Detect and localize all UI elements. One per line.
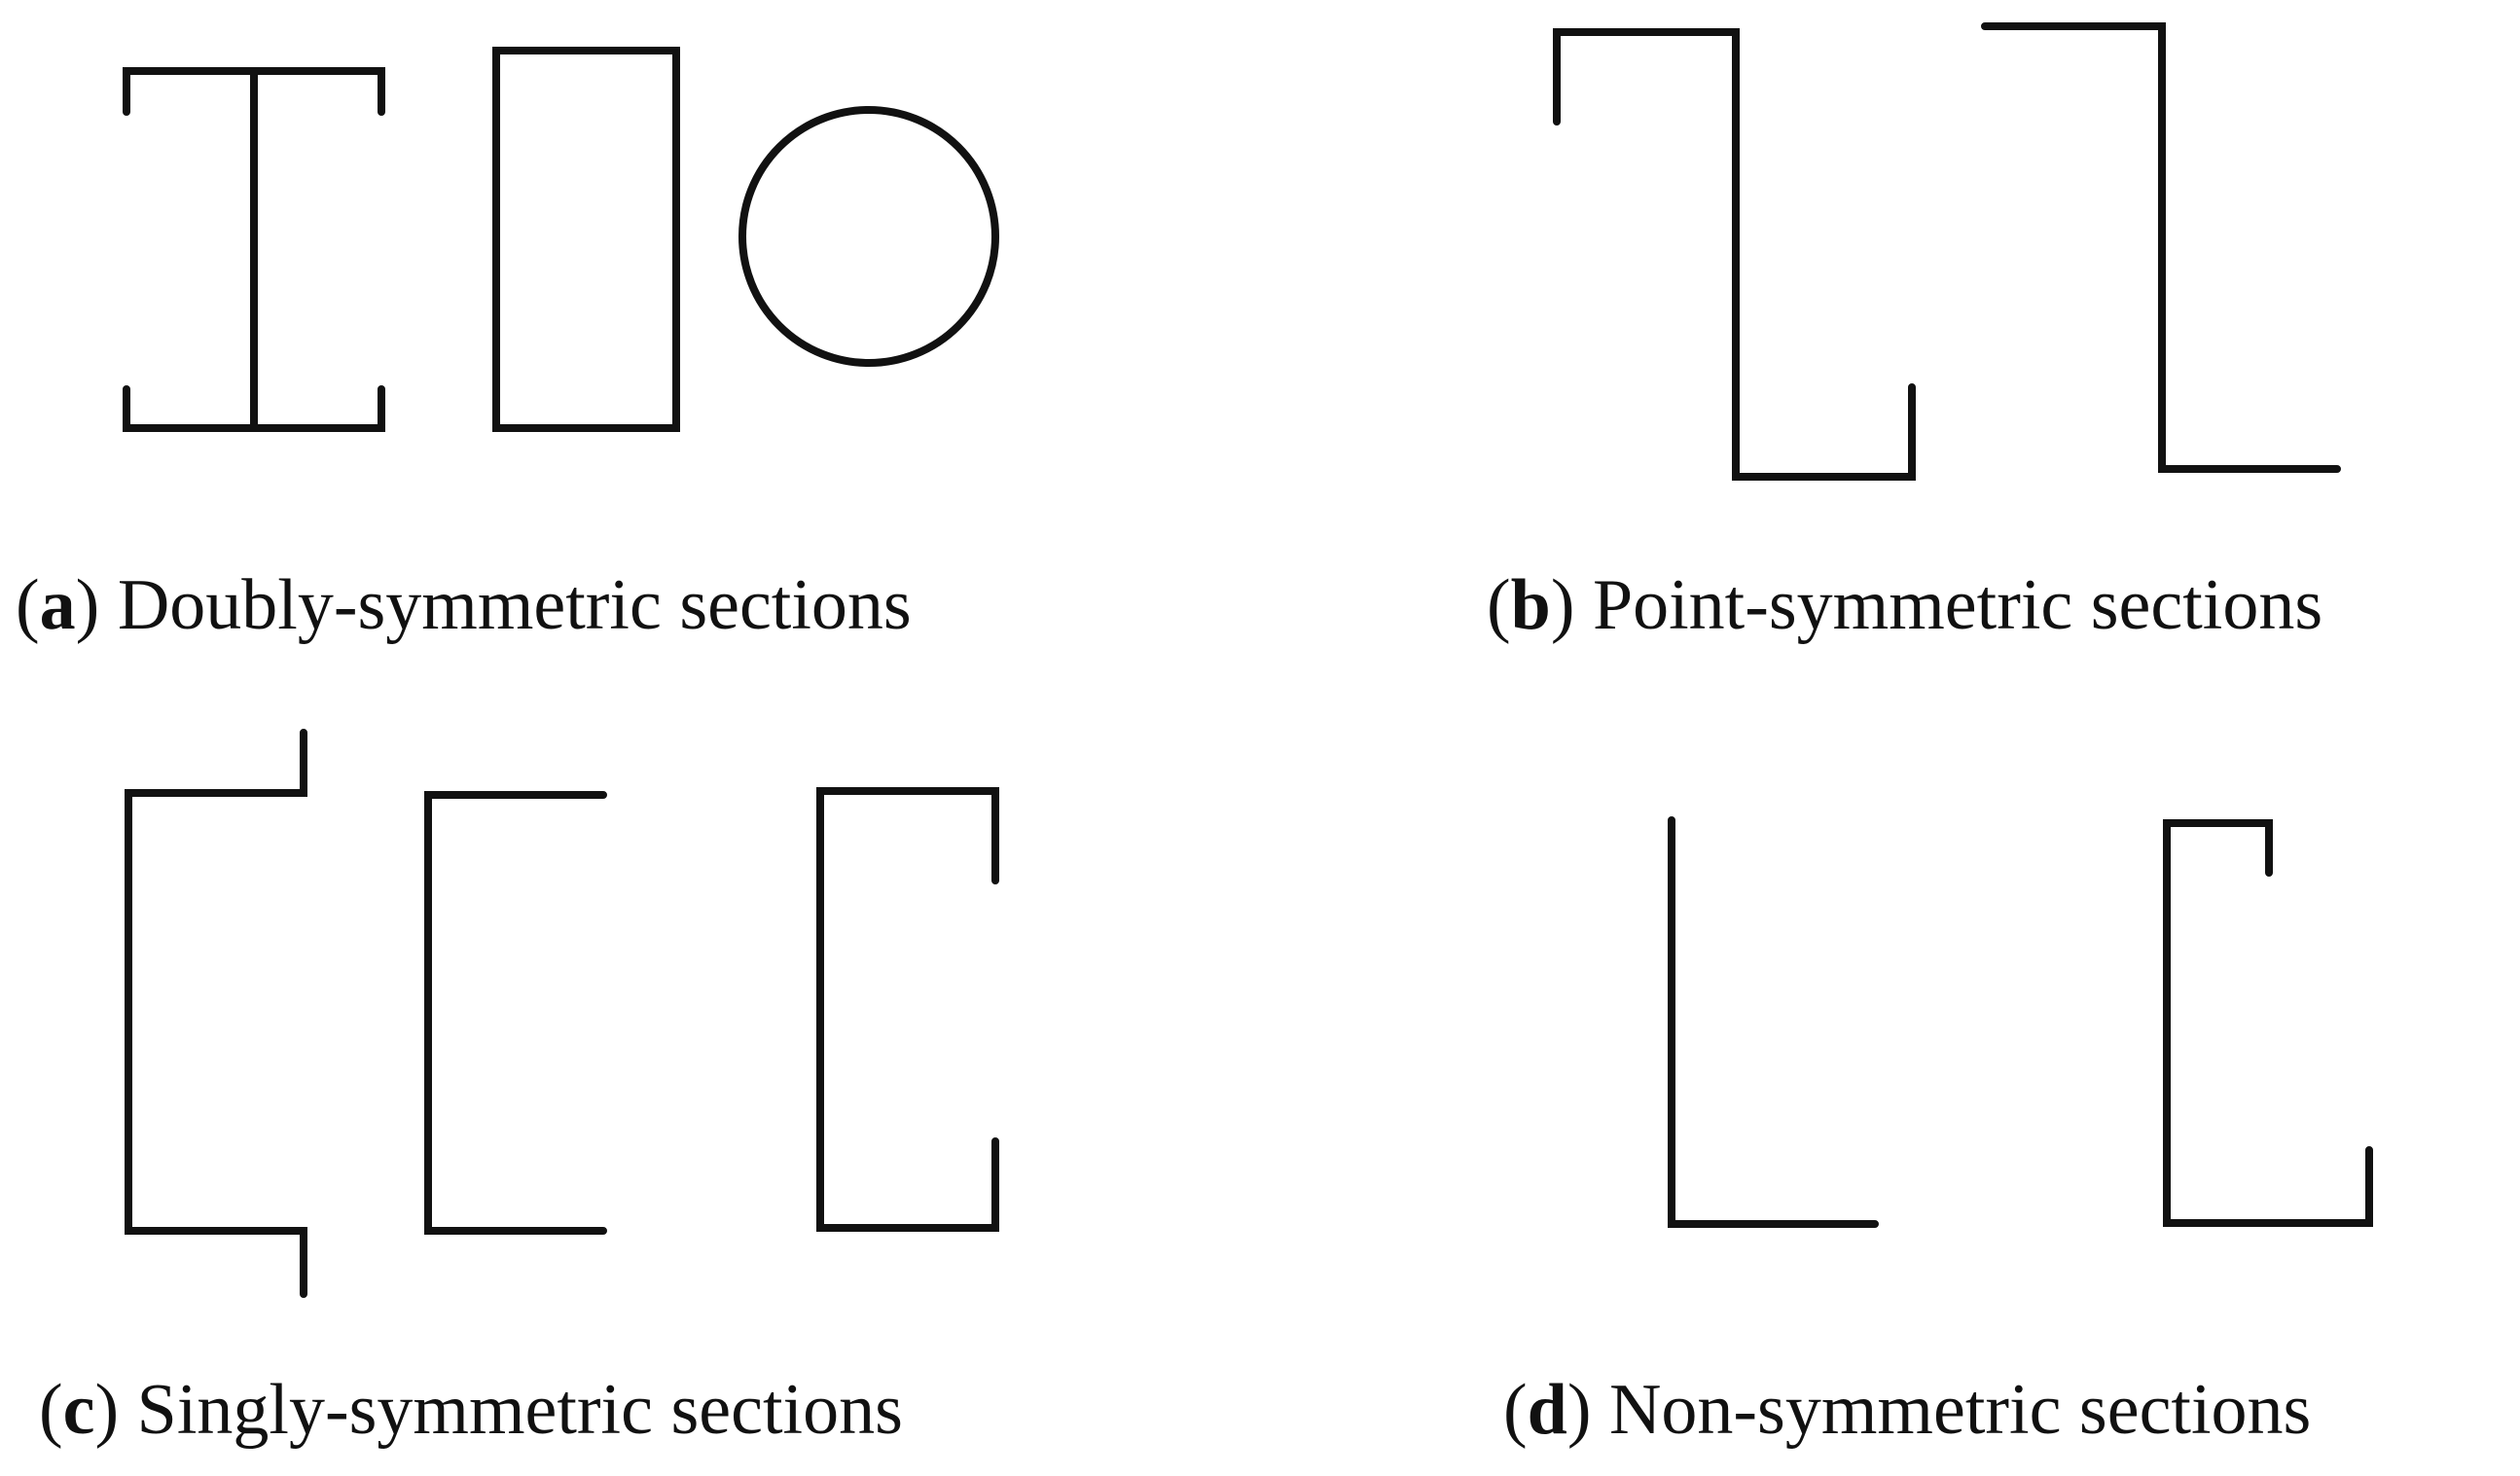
- caption-d-label: d: [1527, 1370, 1567, 1450]
- angle-section: [1668, 816, 1879, 1228]
- rectangular-hollow-section: [492, 47, 680, 432]
- panel-d-shapes: [1668, 816, 2373, 1228]
- caption-c-text: Singly-symmetric sections: [136, 1370, 903, 1450]
- i-section: [123, 67, 385, 432]
- caption-a-label: a: [39, 565, 76, 645]
- caption-b: (b) Point-symmetric sections: [1487, 565, 2323, 645]
- caption-c: (c) Singly-symmetric sections: [39, 1370, 903, 1450]
- z-section: [1981, 22, 2341, 473]
- caption-d: (d) Non-symmetric sections: [1503, 1370, 2312, 1450]
- caption-a: (a) Doubly-symmetric sections: [16, 565, 912, 645]
- caption-b-text: Point-symmetric sections: [1592, 565, 2323, 645]
- channel-section: [424, 791, 607, 1235]
- caption-d-text: Non-symmetric sections: [1608, 1370, 2312, 1450]
- lipped-channel-section: [816, 787, 999, 1232]
- caption-b-label: b: [1510, 565, 1551, 645]
- panel-c-shapes: [125, 729, 999, 1298]
- panel-b-shapes: [1553, 22, 2341, 481]
- circular-hollow-section: [738, 106, 999, 367]
- z-section-with-lips: [1553, 28, 1916, 481]
- hat-channel-section: [125, 729, 307, 1298]
- caption-c-label: c: [62, 1370, 95, 1450]
- panel-a-shapes: [123, 47, 999, 432]
- unequal-lipped-channel-section: [2163, 819, 2373, 1227]
- caption-a-text: Doubly-symmetric sections: [117, 565, 912, 645]
